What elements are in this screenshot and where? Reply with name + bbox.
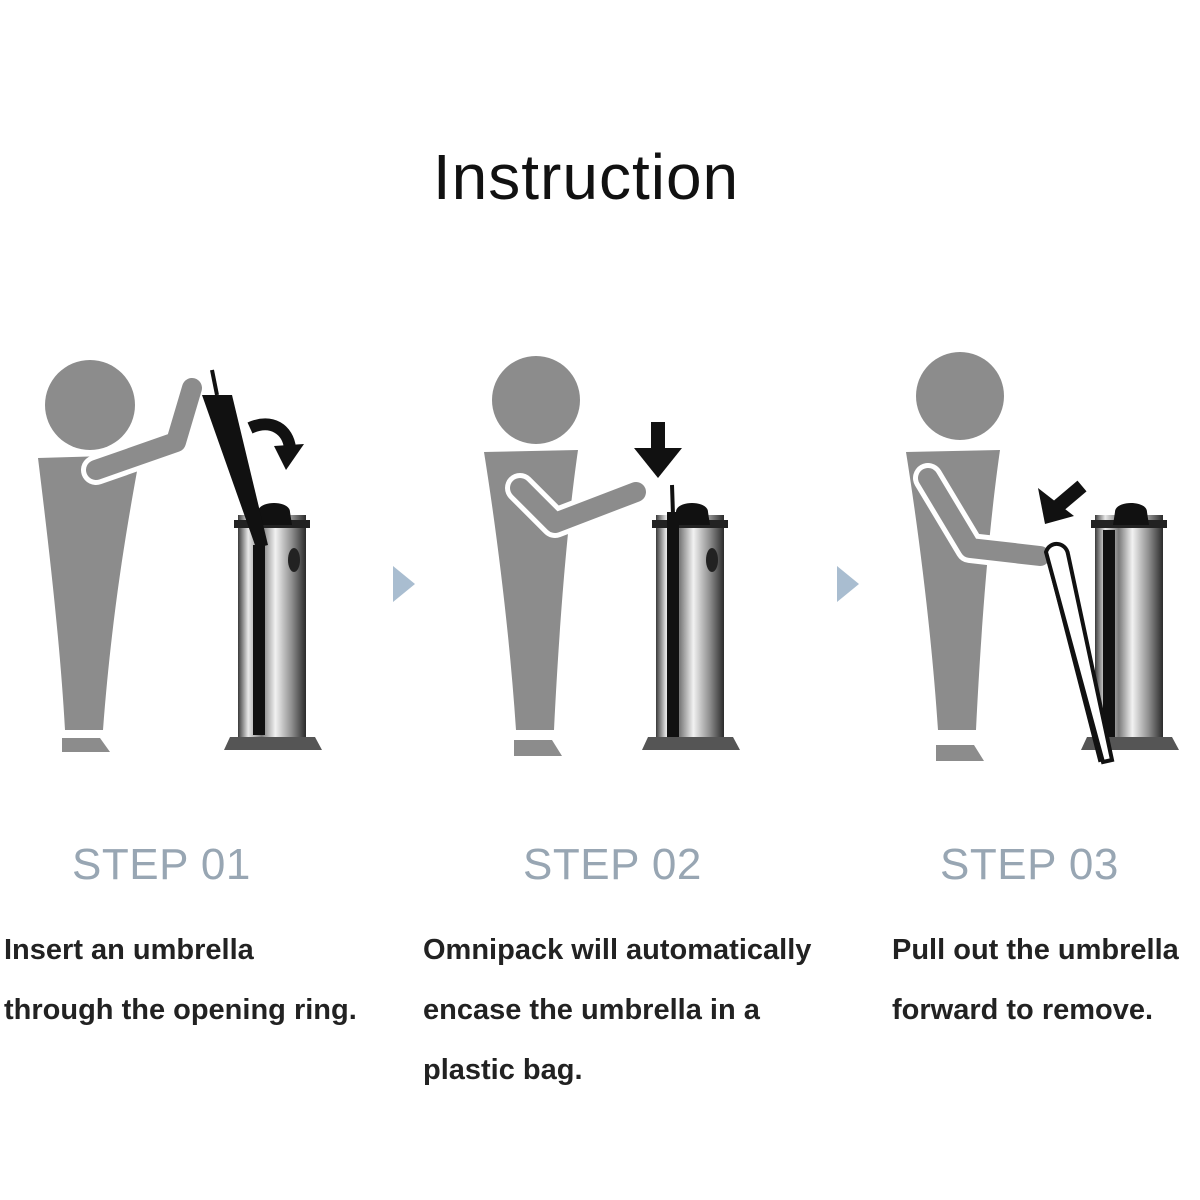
umbrella-wrapping-machine-icon	[1081, 503, 1179, 750]
step-2-line-3: plastic bag.	[423, 1054, 583, 1086]
play-triangle-icon	[393, 566, 415, 602]
closed-umbrella-icon	[202, 369, 268, 735]
arrow-icon	[1038, 480, 1087, 524]
step-2-line-1: Omnipack will automatically	[423, 934, 812, 966]
step-1-illustration	[38, 360, 322, 752]
step-1-description: Insert an umbrella through the opening r…	[4, 920, 357, 1040]
person-silhouette-icon	[38, 360, 207, 752]
step-2-label: STEP 02	[523, 840, 702, 889]
step-1-line-1: Insert an umbrella	[4, 934, 254, 966]
step-3-line-2: forward to remove.	[892, 994, 1154, 1026]
step-1-label: STEP 01	[72, 840, 251, 889]
arrow-icon	[247, 418, 304, 470]
umbrella-wrapping-machine-icon	[642, 503, 740, 750]
step-3-label: STEP 03	[940, 840, 1119, 889]
arrow-icon	[634, 422, 682, 478]
umbrella-wrapping-machine-icon	[224, 503, 322, 750]
step-2-line-2: encase the umbrella in a	[423, 994, 760, 1026]
step-3-description: Pull out the umbrella forward to remove.	[892, 920, 1179, 1040]
step-1-line-2: through the opening ring.	[4, 994, 357, 1026]
step-3-illustration	[906, 352, 1179, 765]
step-2-description: Omnipack will automatically encase the u…	[423, 920, 811, 1100]
closed-umbrella-icon	[667, 484, 679, 737]
step-2-illustration	[484, 356, 740, 756]
play-triangle-icon	[837, 566, 859, 602]
step-3-line-1: Pull out the umbrella	[892, 934, 1179, 966]
person-silhouette-icon	[484, 356, 651, 756]
page-title: Instruction	[432, 141, 740, 213]
closed-umbrella-icon	[1043, 542, 1115, 765]
person-silhouette-icon	[906, 352, 1055, 761]
